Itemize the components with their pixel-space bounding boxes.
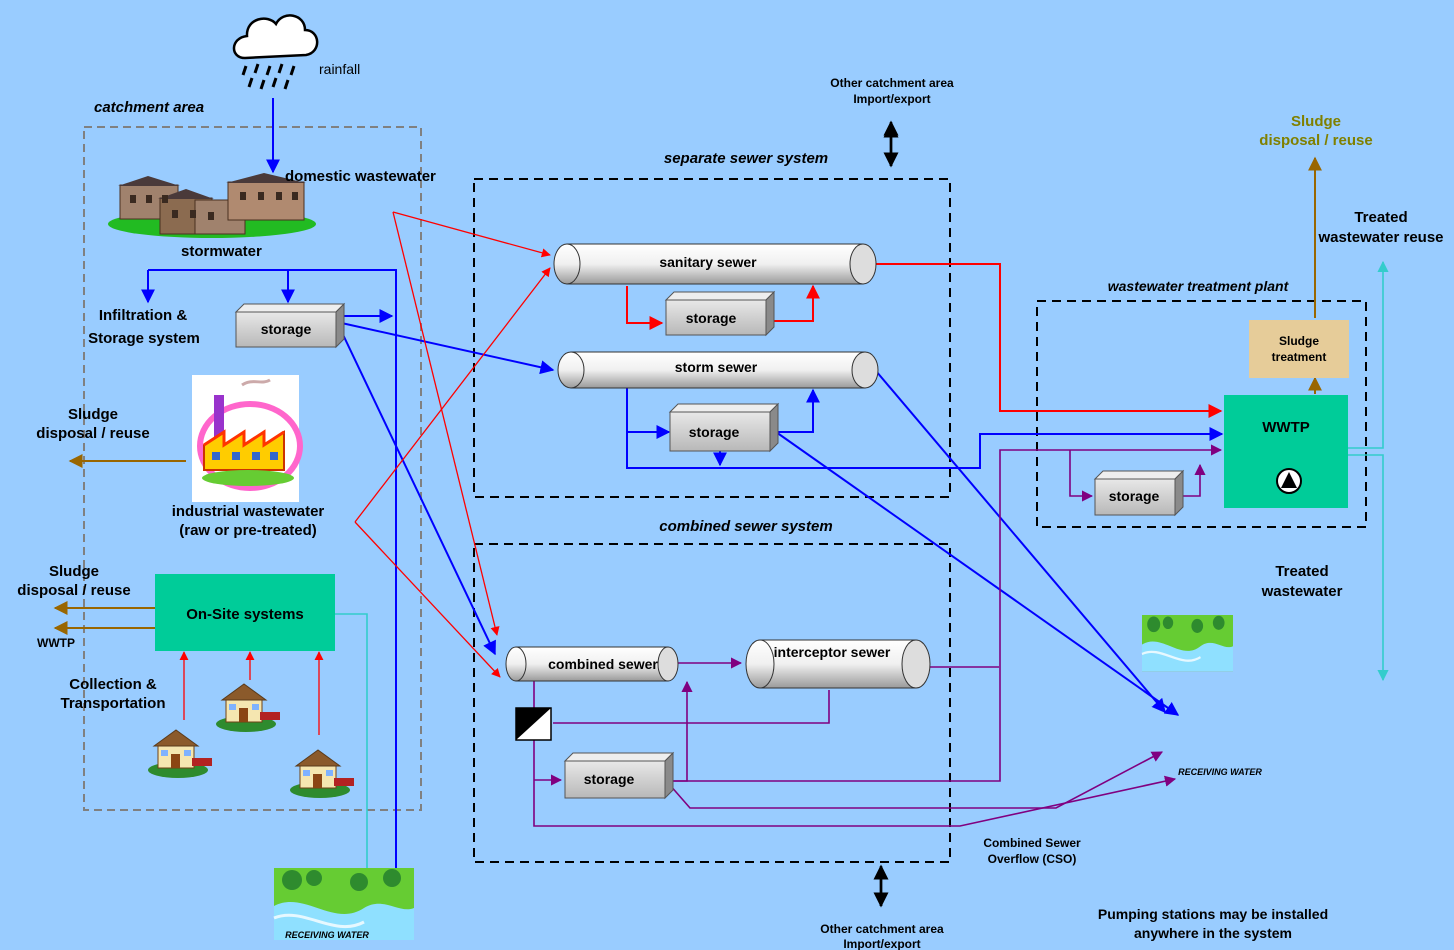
stormwater-flows	[141, 98, 1224, 890]
sludge-disposal-b-label-1: Sludge	[49, 563, 99, 580]
pumping-note-1: Pumping stations may be installed	[1098, 906, 1328, 922]
import-export-arrows	[873, 120, 899, 908]
sanitary-flows	[626, 263, 1223, 418]
domestic-wastewater-label: domestic wastewater	[285, 168, 436, 185]
sludge-disposal-label-1: Sludge	[68, 406, 118, 423]
cso-label-1: Combined Sewer	[983, 836, 1081, 850]
stormwater-label: stormwater	[181, 243, 262, 260]
other-catchment-top-2: Import/export	[853, 92, 930, 106]
sludge-disposal-b-label-2: disposal / reuse	[17, 582, 130, 599]
storm-sewer-label: storm sewer	[675, 359, 758, 375]
sanitary-sewer-pipe: sanitary sewer	[553, 243, 877, 285]
sludge-treatment-label-2: treatment	[1272, 350, 1327, 364]
storage-label: storage	[686, 310, 737, 326]
collection-label-2: Transportation	[60, 695, 165, 712]
receiving-water-label-left: RECEIVING WATER	[285, 930, 369, 940]
sanitary-storage: storage	[664, 290, 776, 337]
sludge-disposal-right-2: disposal / reuse	[1259, 132, 1372, 149]
onsite-label: On-Site systems	[186, 606, 304, 623]
catchment-area-boundary	[83, 126, 422, 811]
separate-sewer-boundary	[473, 178, 951, 498]
combined-sewer-pipe: combined sewer	[505, 646, 679, 682]
storage-label: storage	[261, 321, 312, 337]
interceptor-sewer-pipe: interceptor sewer	[745, 639, 931, 689]
sludge-treatment-label-1: Sludge	[1279, 334, 1319, 348]
onsite-house-icon-1	[147, 729, 213, 779]
wwtp-boundary	[1036, 300, 1367, 528]
onsite-systems-box: On-Site systems	[155, 574, 335, 651]
wwtp-storage: storage	[1093, 469, 1185, 517]
wwtp-small-label: WWTP	[37, 636, 75, 650]
rainfall-label: rainfall	[319, 61, 360, 77]
treated-reuse-label-1: Treated	[1354, 209, 1407, 226]
wwtp-box: WWTP	[1224, 395, 1348, 508]
other-catchment-top-1: Other catchment area	[830, 76, 954, 90]
separate-sewer-title: separate sewer system	[664, 150, 828, 167]
other-catchment-bottom-1: Other catchment area	[820, 922, 944, 936]
sludge-treatment-box: Sludge treatment	[1249, 320, 1349, 378]
river-icon	[1140, 613, 1235, 673]
catchment-area-title: catchment area	[94, 99, 204, 116]
rain-cloud-icon	[232, 14, 319, 90]
sludge-disposal-label-2: disposal / reuse	[36, 425, 149, 442]
sludge-disposal-right-1: Sludge	[1291, 113, 1341, 130]
industrial-wastewater-label-2: (raw or pre-treated)	[179, 522, 317, 539]
interceptor-sewer-label: interceptor sewer	[774, 644, 891, 660]
storm-storage: storage	[668, 402, 780, 453]
combined-sewer-boundary	[473, 543, 951, 863]
storm-sewer-pipe: storm sewer	[557, 351, 879, 389]
storage-label: storage	[689, 424, 740, 440]
pumping-note-2: anywhere in the system	[1134, 925, 1292, 941]
combined-flows	[533, 444, 1223, 827]
wwtp-label: WWTP	[1262, 419, 1309, 436]
sanitary-sewer-label: sanitary sewer	[659, 254, 757, 270]
treated-wastewater-label-1: Treated	[1275, 563, 1328, 580]
sludge-flows	[53, 156, 1322, 635]
onsite-house-icon-2	[215, 683, 281, 733]
onsite-house-icon-3	[289, 749, 355, 799]
combined-sewer-title: combined sewer system	[659, 518, 832, 535]
infiltration-label-2: Storage system	[88, 330, 200, 347]
infiltration-label-1: Infiltration &	[99, 307, 187, 324]
combined-storage: storage	[563, 751, 675, 800]
pump-icon	[1276, 468, 1302, 494]
wwtp-plant-title: wastewater treatment plant	[1108, 278, 1290, 294]
cso-label-2: Overflow (CSO)	[988, 852, 1077, 866]
houses-icon	[108, 173, 316, 238]
catchment-storage: storage	[234, 302, 346, 349]
other-catchment-bottom-2: Import/export	[843, 937, 920, 950]
storage-label: storage	[1109, 488, 1160, 504]
treated-flows	[335, 260, 1389, 888]
storage-label: storage	[584, 771, 635, 787]
treated-reuse-label-2: wastewater reuse	[1317, 229, 1443, 246]
wastewater-flows	[179, 211, 551, 735]
receiving-water-label-right: RECEIVING WATER	[1178, 767, 1262, 777]
industrial-wastewater-label-1: industrial wastewater	[172, 503, 325, 520]
combined-sewer-label: combined sewer	[548, 656, 658, 672]
treated-wastewater-label-2: wastewater	[1261, 583, 1343, 600]
collection-label-1: Collection &	[69, 676, 157, 693]
overflow-weir-icon	[515, 707, 552, 741]
factory-icon	[192, 375, 303, 502]
